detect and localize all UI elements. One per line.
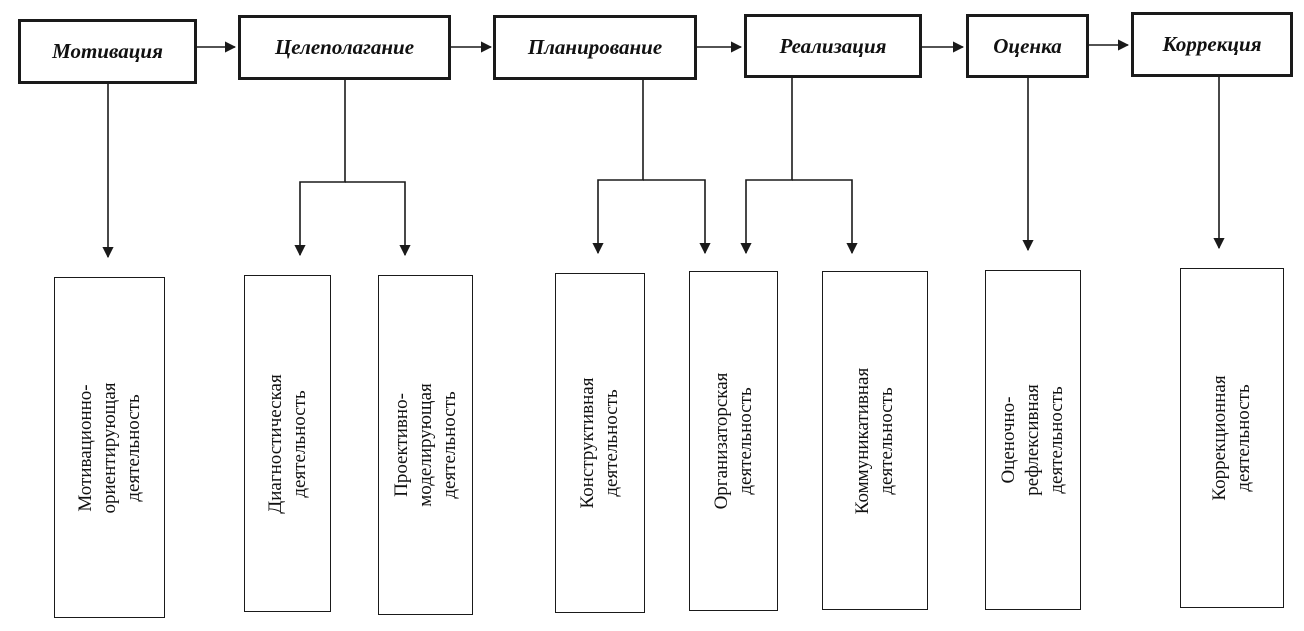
activity-text: Организаторская деятельность xyxy=(710,373,758,510)
activity-text: Конструктивная деятельность xyxy=(576,378,624,509)
stage-implementation: Реализация xyxy=(744,14,922,78)
activity-correctional: Коррекционная деятельность xyxy=(1180,268,1284,608)
activity-line: деятельность xyxy=(876,386,897,495)
branch-planning-right xyxy=(643,179,711,255)
activity-motivational-orienting: Мотивационно- ориентирующая деятельность xyxy=(54,277,165,618)
activity-text: Диагностическая деятельность xyxy=(264,374,312,513)
activity-organizational: Организаторская деятельность xyxy=(689,271,778,611)
stage-label: Оценка xyxy=(993,33,1062,58)
activity-line: деятельность xyxy=(438,391,460,499)
activity-constructive: Конструктивная деятельность xyxy=(555,273,645,613)
activity-diagnostic: Диагностическая деятельность xyxy=(244,275,331,612)
branch-implementation-right xyxy=(792,179,858,255)
stage-correction: Коррекция xyxy=(1131,12,1293,77)
activity-text: Проективно-моделирующая деятельность xyxy=(390,383,462,506)
activity-text: Оценочно-рефлексивная деятельность xyxy=(997,384,1069,496)
activity-line: деятельность xyxy=(1046,386,1067,494)
stage-label: Целеполагание xyxy=(274,35,415,59)
stage-label: Реализация xyxy=(779,33,887,58)
activity-line: деятельность xyxy=(122,393,144,502)
activity-projective-modeling: Проективно-моделирующая деятельность xyxy=(378,275,473,615)
activity-line: деятельность xyxy=(601,389,622,497)
stage-label: Коррекция xyxy=(1162,32,1262,56)
stage-evaluation: Оценка xyxy=(966,14,1089,78)
activity-line: Диагностическая xyxy=(264,373,286,514)
activity-line: ориентирующая xyxy=(98,382,120,513)
stage-planning: Планирование xyxy=(493,15,697,80)
stage-motivation: Мотивация xyxy=(18,19,197,84)
stage-goal-setting: Целеполагание xyxy=(238,15,451,80)
activity-line: Оценочно-рефлексивная xyxy=(998,384,1043,496)
branch-planning xyxy=(592,80,644,255)
branch-goal-setting xyxy=(294,80,346,257)
activity-communicative: Коммуникативная деятельность xyxy=(822,271,928,610)
activity-line: Организаторская деятельность xyxy=(710,372,756,510)
activity-text: Мотивационно- ориентирующая деятельность xyxy=(74,382,146,513)
activity-text: Коммуникативная деятельность xyxy=(851,367,899,513)
activity-text: Коррекционная деятельность xyxy=(1208,375,1256,500)
stage-label: Планирование xyxy=(527,35,663,59)
activity-line: Мотивационно- xyxy=(74,383,96,512)
activity-line: Коррекционная деятельность xyxy=(1209,375,1254,501)
activity-line: деятельность xyxy=(288,389,310,498)
branch-implementation xyxy=(740,78,793,255)
activity-evaluative-reflexive: Оценочно-рефлексивная деятельность xyxy=(985,270,1081,610)
activity-line: Коммуникативная xyxy=(852,367,873,514)
activity-line: Проективно-моделирующая xyxy=(390,383,436,507)
activity-line: Конструктивная xyxy=(577,377,598,509)
stage-label: Мотивация xyxy=(52,39,163,63)
branch-goal-setting-right xyxy=(345,181,411,257)
